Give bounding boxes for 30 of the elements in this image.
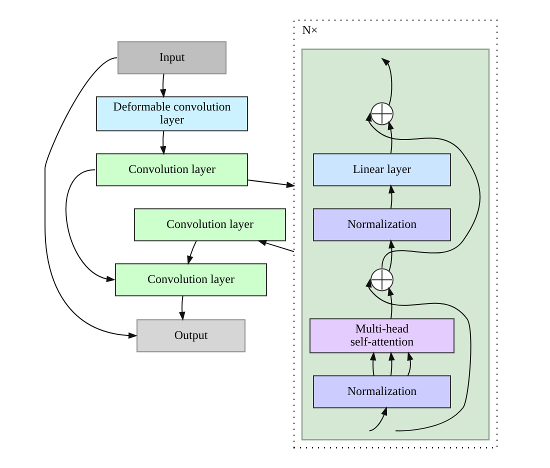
- node-box: Convolution layer: [134, 208, 286, 242]
- arrow: [370, 351, 376, 376]
- arrow: [160, 130, 166, 156]
- arrow: [366, 112, 481, 268]
- node-box: Multi-head self-attention: [310, 318, 454, 354]
- arrow: [388, 239, 395, 272]
- arrow: [247, 180, 296, 188]
- arrow: [365, 278, 472, 432]
- arrow: [368, 406, 388, 432]
- cluster: [301, 48, 490, 440]
- node-box: Convolution layer: [96, 153, 248, 186]
- arrow: [388, 351, 395, 376]
- node-box: Normalization: [313, 208, 451, 242]
- arrow: [160, 73, 166, 98]
- node-box: Normalization: [313, 375, 451, 408]
- node-box: Input: [118, 41, 226, 74]
- arrow: [381, 58, 392, 106]
- node-box: Linear layer: [313, 153, 451, 186]
- node-box: Deformable convolution layer: [96, 96, 248, 132]
- arrow: [44, 57, 138, 339]
- arrow: [187, 240, 197, 265]
- arrow: [407, 351, 414, 376]
- arrow: [65, 169, 116, 282]
- arrow: [388, 286, 394, 319]
- arrow: [388, 120, 394, 154]
- node-box: Convolution layer: [115, 263, 267, 296]
- node-box: Output: [136, 319, 246, 352]
- arrow: [257, 240, 294, 252]
- arrow: [178, 295, 186, 321]
- arrow: [388, 184, 395, 209]
